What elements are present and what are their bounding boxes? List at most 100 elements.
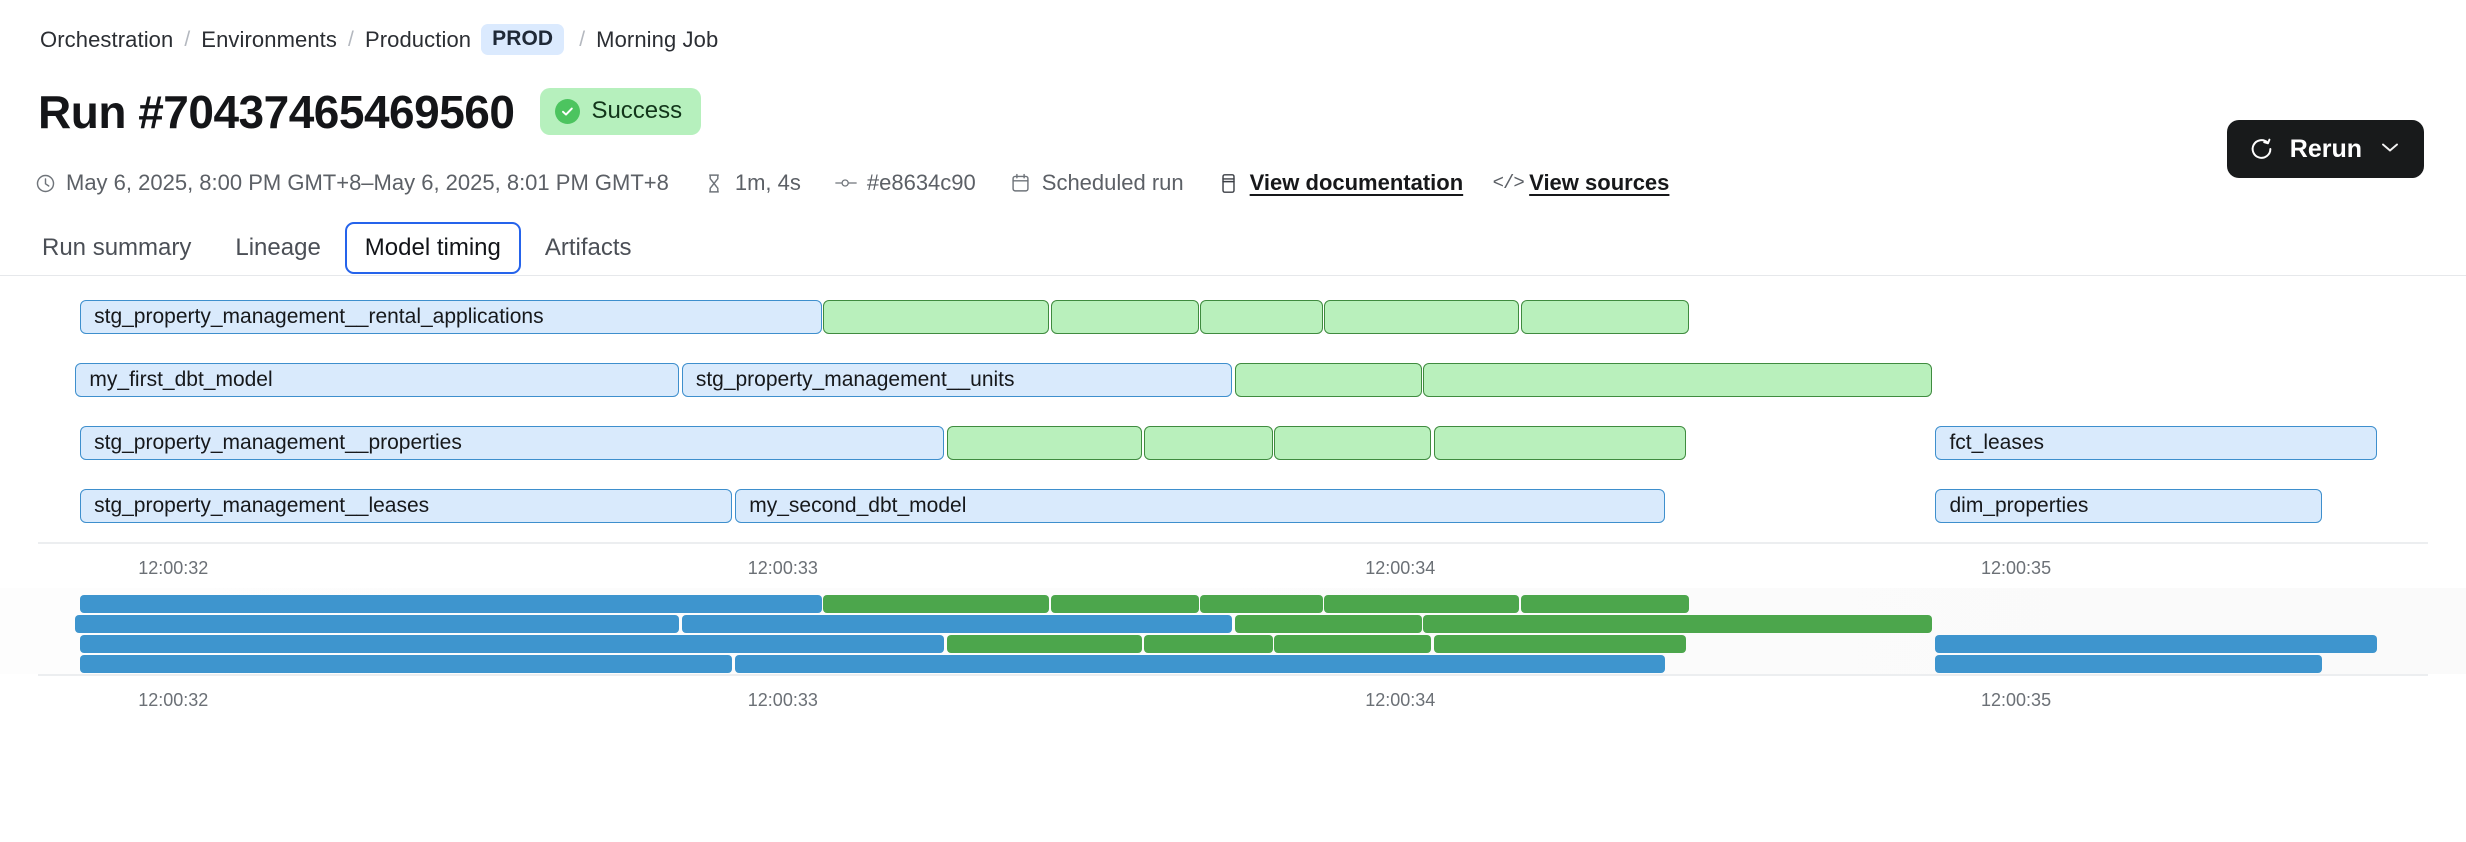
- axis-tick-label: 12:00:32: [138, 558, 209, 578]
- breadcrumb-item-job[interactable]: Morning Job: [596, 26, 719, 52]
- gantt-bar-label: my_second_dbt_model: [749, 494, 967, 517]
- minimap-bar[interactable]: [1200, 595, 1323, 613]
- minimap-bar[interactable]: [80, 635, 945, 653]
- check-circle-icon: [555, 98, 581, 124]
- page-title: Run #70437465469560: [38, 85, 515, 138]
- code-icon: </>: [1492, 172, 1525, 194]
- minimap-bar[interactable]: [80, 655, 733, 673]
- gantt-bar-model[interactable]: stg_property_management__rental_applicat…: [80, 300, 822, 334]
- clock-icon: [34, 172, 56, 194]
- minimap-bar[interactable]: [1935, 655, 2322, 673]
- gantt-bar-label: stg_property_management__rental_applicat…: [94, 305, 544, 328]
- gantt-row: stg_property_management__properties fct_l…: [0, 416, 2466, 479]
- gantt-bar-test[interactable]: [1274, 426, 1432, 460]
- gantt-axis-bottom: 12:00:32 12:00:33 12:00:34 12:00:35: [0, 674, 2466, 720]
- minimap-bar[interactable]: [1143, 635, 1273, 653]
- axis-tick-label: 12:00:34: [1365, 558, 1436, 578]
- gantt-bar-test[interactable]: [1234, 363, 1422, 397]
- gantt-bar-test[interactable]: [947, 426, 1143, 460]
- gantt-bar-test[interactable]: [1520, 300, 1689, 334]
- meta-trigger: Scheduled run: [1010, 170, 1184, 196]
- breadcrumb-item-orchestration[interactable]: Orchestration: [40, 26, 174, 52]
- minimap-bar[interactable]: [1434, 635, 1686, 653]
- gantt-bar-test[interactable]: [1050, 300, 1199, 334]
- minimap-bar[interactable]: [1050, 595, 1199, 613]
- minimap-bar[interactable]: [1274, 635, 1432, 653]
- meta-documentation[interactable]: View documentation: [1218, 170, 1464, 196]
- gantt-bar-label: fct_leases: [1949, 431, 2045, 454]
- meta-sources[interactable]: </> View sources: [1492, 170, 1670, 196]
- gantt-bar-test[interactable]: [1324, 300, 1520, 334]
- axis-tick-label: 12:00:35: [1981, 558, 2052, 578]
- gantt-bar-test[interactable]: [1423, 363, 1933, 397]
- minimap-bar[interactable]: [80, 595, 822, 613]
- minimap-bar[interactable]: [1423, 615, 1933, 633]
- minimap-bar[interactable]: [735, 655, 1666, 673]
- minimap-bar[interactable]: [1935, 635, 2377, 653]
- model-timing-chart: stg_property_management__rental_applicat…: [0, 290, 2466, 720]
- meta-documentation-link[interactable]: View documentation: [1249, 170, 1464, 195]
- axis-tick-label: 12:00:35: [1981, 690, 2052, 710]
- gantt-bar-label: my_first_dbt_model: [89, 368, 273, 391]
- gantt-bar-label: stg_property_management__units: [695, 368, 1015, 391]
- breadcrumb-item-production[interactable]: Production: [364, 26, 472, 52]
- status-badge: Success: [540, 88, 702, 135]
- run-meta-row: May 6, 2025, 8:00 PM GMT+8–May 6, 2025, …: [34, 170, 1703, 196]
- gantt-bar-model[interactable]: my_first_dbt_model: [75, 363, 679, 397]
- meta-timerange: May 6, 2025, 8:00 PM GMT+8–May 6, 2025, …: [34, 170, 669, 196]
- status-badge-label: Success: [591, 97, 683, 124]
- gantt-bar-model[interactable]: my_second_dbt_model: [735, 489, 1666, 523]
- book-icon: [1218, 172, 1240, 194]
- minimap-row: [0, 594, 2466, 614]
- rerun-button[interactable]: Rerun: [2226, 120, 2424, 178]
- minimap-bar[interactable]: [681, 615, 1232, 633]
- gantt-axis-top: 12:00:32 12:00:33 12:00:34 12:00:35: [0, 542, 2466, 588]
- breadcrumb-separator: /: [348, 27, 354, 51]
- meta-duration-label: 1m, 4s: [734, 170, 801, 195]
- breadcrumb-separator: /: [184, 27, 191, 51]
- calendar-icon: [1010, 172, 1032, 194]
- gantt-row: stg_property_management__rental_applicat…: [0, 290, 2466, 353]
- tab-run-summary[interactable]: Run summary: [42, 234, 192, 261]
- gantt-row: stg_property_management__leases my_second…: [0, 479, 2466, 542]
- gantt-bar-test[interactable]: [1200, 300, 1323, 334]
- gantt-bar-model[interactable]: stg_property_management__leases: [80, 489, 733, 523]
- tab-lineage[interactable]: Lineage: [235, 234, 321, 261]
- gantt-minimap[interactable]: [0, 588, 2466, 674]
- tab-model-timing[interactable]: Model timing: [344, 222, 521, 274]
- minimap-bar[interactable]: [1324, 595, 1520, 613]
- minimap-bar[interactable]: [1520, 595, 1689, 613]
- tab-artifacts[interactable]: Artifacts: [544, 234, 632, 261]
- gantt-bar-test[interactable]: [1143, 426, 1273, 460]
- minimap-row: [0, 614, 2466, 634]
- breadcrumb-item-environments[interactable]: Environments: [201, 26, 337, 52]
- meta-duration: 1m, 4s: [703, 170, 801, 196]
- meta-timerange-label: May 6, 2025, 8:00 PM GMT+8–May 6, 2025, …: [66, 170, 669, 195]
- minimap-bar[interactable]: [75, 615, 679, 633]
- axis-tick-label: 12:00:33: [747, 690, 818, 710]
- minimap-bar[interactable]: [947, 635, 1143, 653]
- breadcrumb-separator: /: [579, 27, 586, 51]
- minimap-row: [0, 654, 2466, 674]
- gantt-bar-test[interactable]: [823, 300, 1050, 334]
- gantt-bar-model[interactable]: stg_property_management__units: [681, 363, 1232, 397]
- meta-commit-label: #e8634c90: [866, 170, 976, 195]
- minimap-bar[interactable]: [1234, 615, 1422, 633]
- minimap-row: [0, 634, 2466, 654]
- gantt-bar-model[interactable]: fct_leases: [1935, 426, 2377, 460]
- chevron-down-icon[interactable]: [2380, 138, 2400, 160]
- axis-tick-label: 12:00:33: [747, 558, 818, 578]
- axis-tick-label: 12:00:32: [138, 690, 209, 710]
- gantt-bar-test[interactable]: [1434, 426, 1686, 460]
- tab-bar: Run summary Lineage Model timing Artifac…: [22, 222, 652, 274]
- refresh-icon: [2249, 137, 2274, 162]
- minimap-bar[interactable]: [823, 595, 1050, 613]
- gantt-bar-label: stg_property_management__leases: [94, 494, 430, 517]
- breadcrumb: Orchestration / Environments / Productio…: [38, 24, 720, 55]
- meta-sources-link[interactable]: View sources: [1529, 170, 1670, 195]
- axis-tick-label: 12:00:34: [1365, 690, 1436, 710]
- gantt-bar-model[interactable]: dim_properties: [1935, 489, 2322, 523]
- axis-line: [38, 674, 2428, 676]
- gantt-bar-model[interactable]: stg_property_management__properties: [80, 426, 945, 460]
- rerun-button-label: Rerun: [2289, 134, 2362, 163]
